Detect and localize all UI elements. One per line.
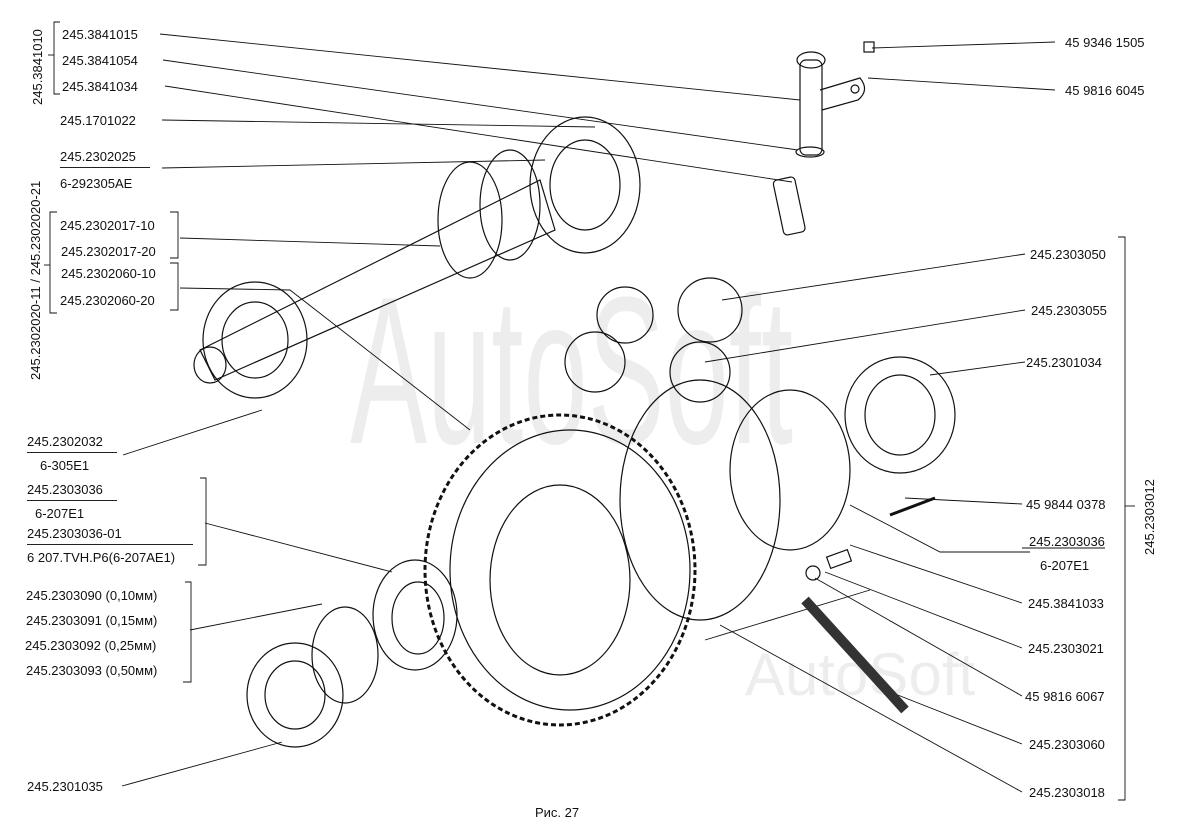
group-label-3841010: 245.3841010: [30, 29, 45, 105]
speedometer-drive: [772, 41, 875, 236]
label-2303060: 245.2303060: [1029, 737, 1105, 752]
label-6-292305AE: 6-292305AE: [60, 176, 133, 191]
group-label-2302020: 245.2302020-11 / 245.2302020-21: [28, 180, 43, 380]
label-2303055: 245.2303055: [1031, 303, 1107, 318]
label-2302017-10: 245.2302017-10: [60, 218, 155, 233]
label-shim-2303090: 245.2303090 (0,10мм): [26, 588, 158, 603]
label-shim-2303093: 245.2303093 (0,50мм): [26, 663, 158, 678]
label-6-207E1-right: 6-207E1: [1040, 558, 1090, 573]
watermark-small: AutoSoft: [745, 641, 976, 708]
label-45-9844-0378: 45 9844 0378: [1026, 497, 1106, 512]
label-45-9816-6045: 45 9816 6045: [1065, 83, 1145, 98]
label-shim-2303092: 245.2303092 (0,25мм): [25, 638, 157, 653]
watermark: AutoSoft: [350, 253, 794, 488]
label-2302025: 245.2302025: [60, 149, 150, 168]
label-2303036: 245.2303036: [27, 482, 117, 501]
label-3841054: 245.3841054: [62, 53, 138, 68]
ring-gear: [423, 413, 697, 727]
label-6-305E1: 6-305E1: [40, 458, 90, 473]
label-2302060-20: 245.2302060-20: [60, 293, 155, 308]
figure-caption: Рис. 27: [535, 805, 580, 820]
label-1701022: 245.1701022: [60, 113, 136, 128]
label-45-9346-1505: 45 9346 1505: [1065, 35, 1145, 50]
label-2302017-20: 245.2302017-20: [61, 244, 156, 259]
label-45-9816-6067: 45 9816 6067: [1025, 689, 1105, 704]
driven-gear-shaft: [801, 548, 909, 714]
label-2301035: 245.2301035: [27, 779, 103, 794]
label-2302060-10: 245.2302060-10: [61, 266, 156, 281]
input-shaft: [193, 116, 641, 399]
label-6-207E1: 6-207E1: [35, 506, 85, 521]
label-2303036-right: 245.2303036: [1029, 534, 1105, 549]
group-label-2303012: 245.2303012: [1142, 479, 1157, 555]
label-2301034: 245.2301034: [1026, 355, 1102, 370]
differential-case: [619, 356, 956, 621]
label-6207-tvh-p6: 6 207.TVH.P6(6-207AE1): [27, 550, 176, 565]
label-shim-2303091: 245.2303091 (0,15мм): [26, 613, 158, 628]
label-2303050: 245.2303050: [1030, 247, 1106, 262]
label-3841033: 245.3841033: [1028, 596, 1104, 611]
label-2303036-01: 245.2303036-01: [27, 526, 193, 545]
label-3841034: 245.3841034: [62, 79, 138, 94]
brackets: [44, 21, 1135, 801]
label-2302032: 245.2302032: [27, 434, 117, 453]
output-bearing-set: [246, 559, 458, 748]
label-2303018: 245.2303018: [1029, 785, 1105, 800]
leader-lines: [121, 33, 1056, 793]
label-3841015: 245.3841015: [62, 27, 138, 42]
differential-gears: [564, 277, 743, 403]
label-2303021: 245.2303021: [1028, 641, 1104, 656]
